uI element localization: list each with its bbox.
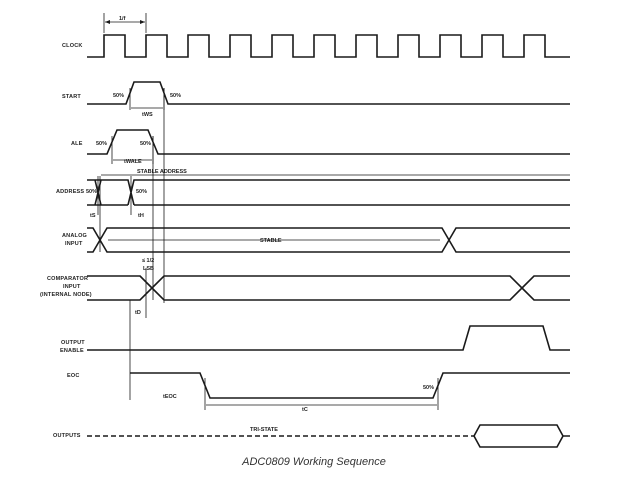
tc-label: tC xyxy=(302,407,308,413)
comparator-waveform xyxy=(87,275,570,301)
ale-50-left: 50% xyxy=(96,141,107,147)
ale-50-right: 50% xyxy=(140,141,151,147)
caption: ADC0809 Working Sequence xyxy=(242,456,386,468)
addr-50-right: 50% xyxy=(136,189,147,195)
twale-label: tWALE xyxy=(124,159,142,165)
label-start: START xyxy=(62,94,81,100)
ts-label: tS xyxy=(90,213,96,219)
label-clock: CLOCK xyxy=(62,43,83,49)
label-outputs: OUTPUTS xyxy=(53,433,81,439)
tri-state-label: TRI-STATE xyxy=(250,427,278,433)
clock-period-label: 1/f xyxy=(119,16,126,22)
lsb-label-2: LSB xyxy=(143,266,154,272)
eoc-waveform xyxy=(130,372,570,399)
stable-address-label: STABLE ADDRESS xyxy=(137,169,187,175)
addr-50-left: 50% xyxy=(86,189,97,195)
label-analog-input-1: ANALOG xyxy=(62,233,87,239)
label-address: ADDRESS xyxy=(56,189,84,195)
label-output-enable-2: ENABLE xyxy=(60,348,84,354)
stable-label: STABLE xyxy=(260,238,282,244)
label-comparator-1: COMPARATOR xyxy=(47,276,88,282)
address-waveform-bottom xyxy=(87,179,570,206)
tws-label: tWS xyxy=(142,112,153,118)
label-ale: ALE xyxy=(71,141,83,147)
start-50-left: 50% xyxy=(113,93,124,99)
label-comparator-3: (INTERNAL NODE) xyxy=(40,292,92,298)
teoc-label: tEOC xyxy=(163,394,177,400)
start-waveform xyxy=(87,81,570,105)
address-waveform-top xyxy=(87,179,570,206)
th-label: tH xyxy=(138,213,144,219)
label-eoc: EOC xyxy=(67,373,80,379)
label-comparator-2: INPUT xyxy=(63,284,81,290)
eoc-50-label: 50% xyxy=(423,385,434,391)
label-output-enable-1: OUTPUT xyxy=(61,340,85,346)
outputs-data-valid xyxy=(473,424,570,448)
clock-waveform xyxy=(87,34,570,58)
start-50-right: 50% xyxy=(170,93,181,99)
td-label: tD xyxy=(135,310,141,316)
label-analog-input-2: INPUT xyxy=(65,241,83,247)
arrow-right-icon xyxy=(140,20,145,24)
lsb-label-1: ≤ 1/2 xyxy=(142,258,154,264)
output-enable-waveform xyxy=(87,325,570,351)
ale-waveform xyxy=(87,129,570,155)
arrow-left-icon xyxy=(105,20,110,24)
